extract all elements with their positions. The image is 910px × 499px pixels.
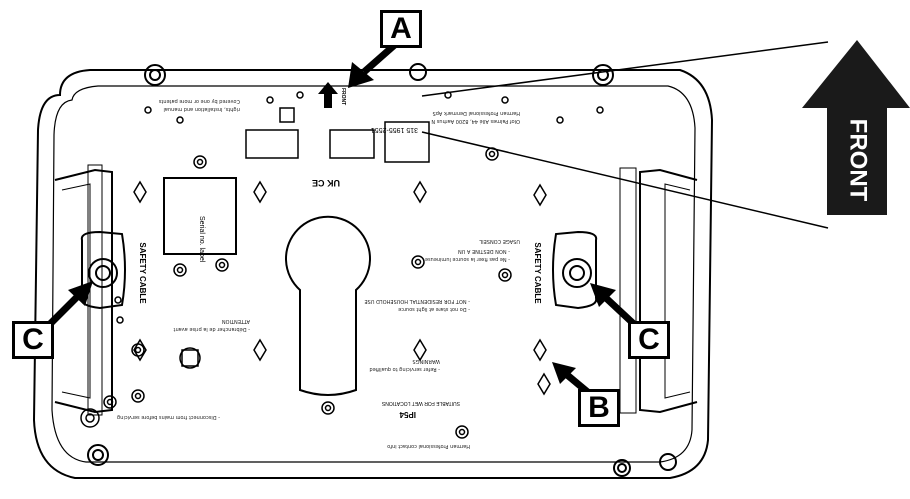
svg-text:WARNINGS: WARNINGS <box>412 358 440 364</box>
ip-rating-block: IP54 SUITABLE FOR WET LOCATIONS <box>381 400 460 419</box>
part-number: 315 1955-2551 <box>371 126 418 133</box>
ip-rating-text: IP54 <box>399 410 416 419</box>
svg-text:Olof Palmes Allé 44, 8200 Aarh: Olof Palmes Allé 44, 8200 Aarhus N <box>431 118 520 125</box>
small-front-arrow: FRONT <box>318 82 346 108</box>
certification-marks: UK CE <box>312 178 340 188</box>
svg-text:Harman Professional Denmark Ap: Harman Professional Denmark ApS <box>433 110 520 116</box>
serial-label-text: Serial no. label <box>198 216 205 263</box>
mounting-plate-features <box>80 91 604 439</box>
safety-cable-label-left: SAFETY CABLE <box>138 242 147 304</box>
svg-text:rights, Installation and manua: rights, Installation and manual <box>163 106 240 112</box>
leader-lines <box>421 41 829 229</box>
safety-cable-mount-right <box>552 230 598 310</box>
ip-rating-desc: SUITABLE FOR WET LOCATIONS <box>381 400 460 406</box>
svg-text:- NOT FOR RESIDENTIAL HOUSEHOL: - NOT FOR RESIDENTIAL HOUSEHOLD USE <box>364 298 470 304</box>
svg-text:Harman Professional contact in: Harman Professional contact info <box>387 443 470 449</box>
callout-a: A <box>380 10 422 48</box>
small-front-text: FRONT <box>340 88 346 105</box>
svg-text:ATTENTION: ATTENTION <box>222 318 250 324</box>
svg-text:- NON DESTINE A UN: - NON DESTINE A UN <box>458 248 510 254</box>
fixture-housing <box>32 63 714 479</box>
svg-text:- Disconnect from mains before: - Disconnect from mains before servicing <box>117 414 220 420</box>
svg-text:- Débrancher de la prise avant: - Débrancher de la prise avant <box>174 326 250 333</box>
fine-print-labels: Covered by one or more patents rights, I… <box>117 98 520 449</box>
svg-text:- Ne pas fixer la source lumin: - Ne pas fixer la source lumineuse <box>425 256 510 262</box>
callout-b: B <box>578 389 620 427</box>
svg-text:- Refer servicing to qualified: - Refer servicing to qualified <box>369 366 440 372</box>
front-direction-arrow: FRONT <box>802 40 910 215</box>
svg-text:Covered by one or more patents: Covered by one or more patents <box>158 98 240 104</box>
safety-cable-label-right: SAFETY CABLE <box>533 242 542 304</box>
svg-text:- Do not stare at light source: - Do not stare at light source <box>398 306 470 312</box>
front-label: FRONT <box>845 119 872 202</box>
svg-text:USAGE CONSEIL: USAGE CONSEIL <box>479 238 520 244</box>
callout-c-right: C <box>628 321 670 359</box>
callout-c-left: C <box>12 321 54 359</box>
